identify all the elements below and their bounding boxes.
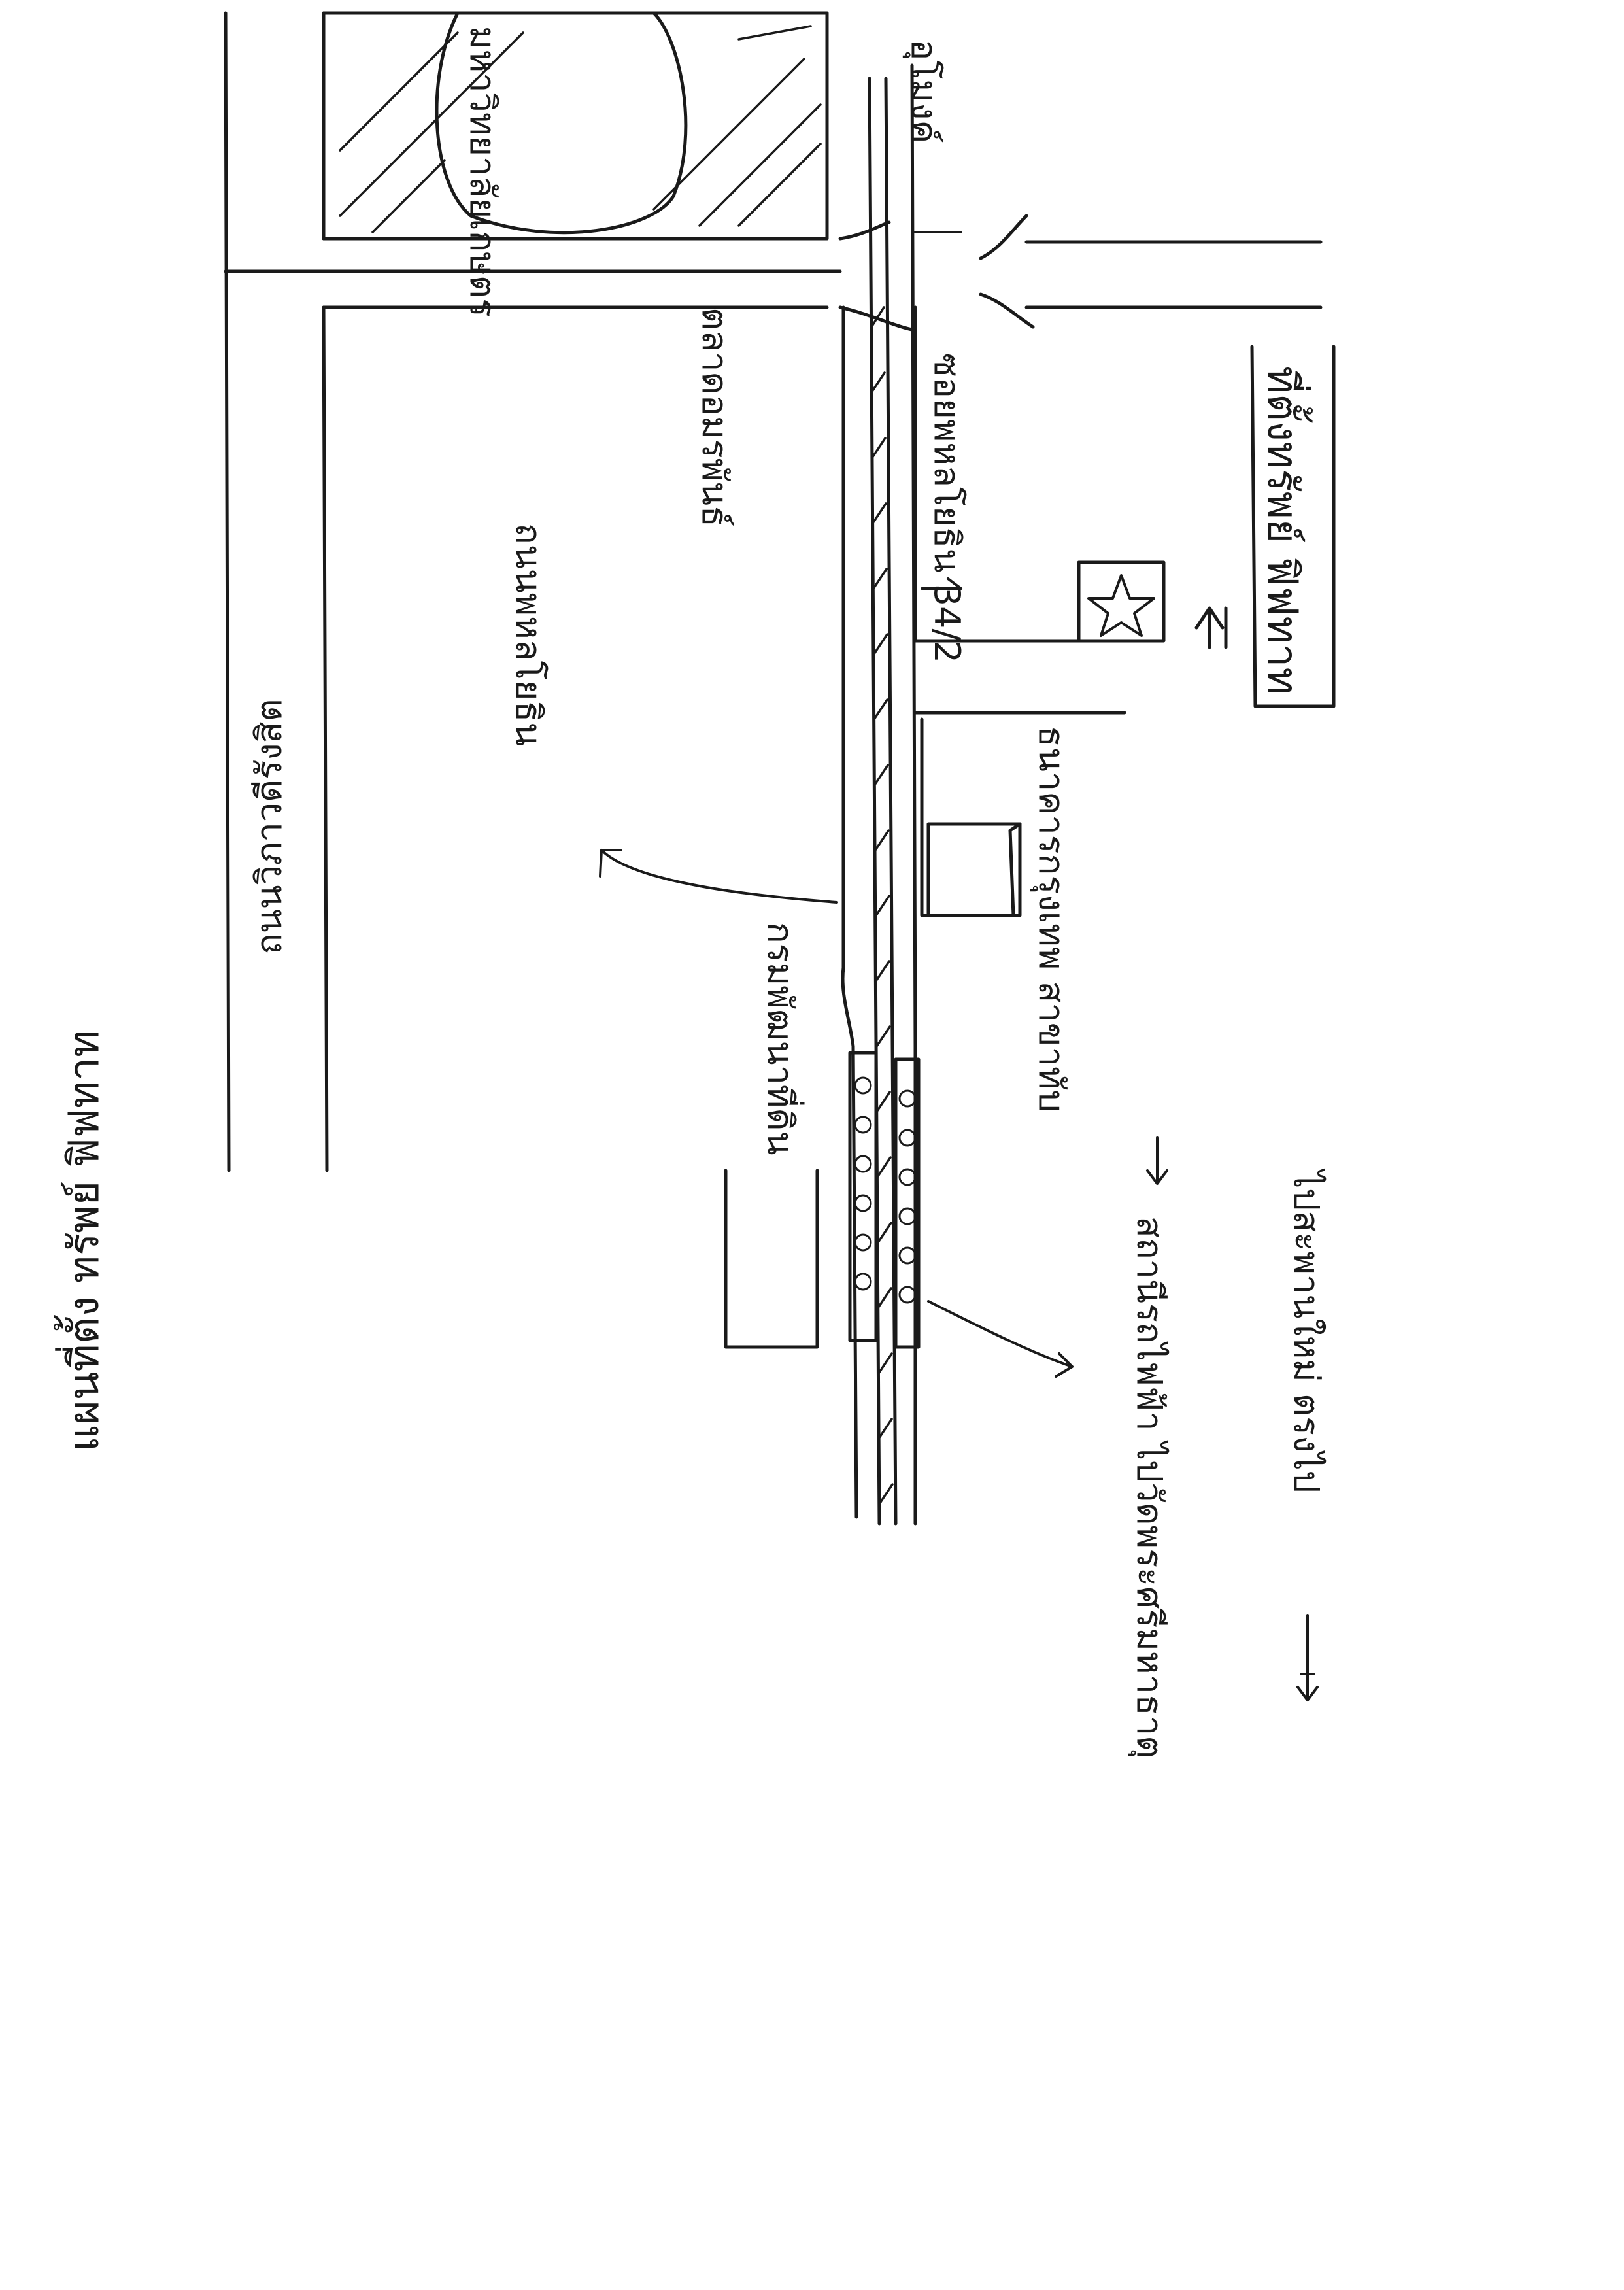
bts-station-label: สถานีรถไฟฟ้า ไปวัดพระศรีมหาธาตุ: [1128, 1216, 1170, 1758]
bts-track-hatch: [870, 306, 894, 1505]
bts-station: [848, 1051, 921, 1349]
bts-station-arrow: [927, 1300, 1074, 1378]
property-label: ที่ตั้งทรัพย์ ฟิฟทาท: [1258, 366, 1313, 695]
property-label-box: [1250, 345, 1336, 708]
direction-note: ไปสะพานใหม่ ตรงไป: [1286, 1168, 1327, 1493]
bts-direction-arrow: [1146, 1136, 1168, 1185]
bank-building: [920, 717, 1022, 917]
university-block: [322, 11, 829, 241]
cross-street: [224, 214, 1323, 332]
tunnel-label: อุโมงค์: [902, 39, 945, 144]
soi-arrow: [921, 577, 962, 590]
university-label: มหาวิทยาลัยเกษตร: [462, 26, 503, 317]
land-dept-building: [724, 1169, 819, 1349]
road-east-label: ถนนพหลโยธิน: [508, 523, 549, 746]
road-east-arrow: [599, 849, 838, 904]
property-arrow: [1194, 606, 1228, 649]
direction-note-arrow: [1296, 1614, 1319, 1701]
market-label: ตลาดอมรพันธ์: [694, 307, 736, 527]
land-dept-label: กรมพัฒนาที่ดิน: [760, 922, 805, 1155]
road-west-label: ถนนวิภาวดีรังสิต: [248, 698, 290, 955]
property-marker: [1077, 560, 1166, 643]
road-vibhavadi: [224, 11, 329, 1172]
bank-label: ธนาคารกรุงเทพ สาขาทับ: [1030, 726, 1072, 1112]
map-title: แผนที่ตั้ง ทรัพย์ ฟิฟทาท: [54, 1030, 109, 1452]
soi-label: ซอยพหลโยธิน 34/2: [926, 353, 968, 663]
